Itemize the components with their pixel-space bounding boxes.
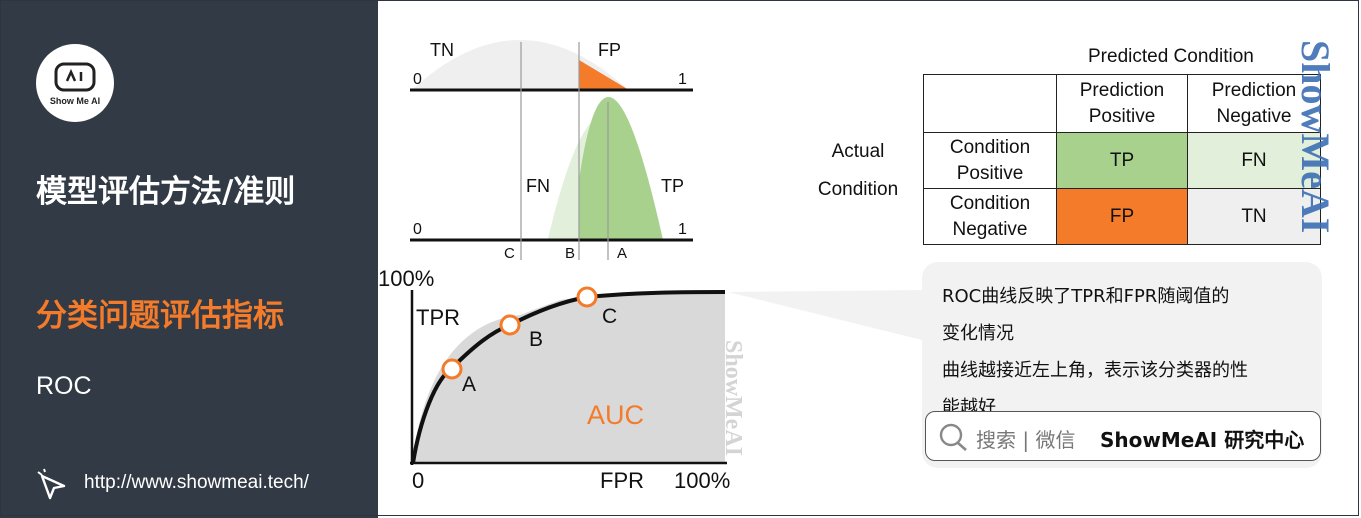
callout-pointer: [728, 290, 930, 340]
point-c-label: C: [602, 305, 618, 328]
roc-x-right-label: 100%: [674, 468, 731, 493]
point-a-label: A: [462, 373, 477, 396]
showmeai-watermark-chart: ShowMeAI: [720, 340, 746, 457]
callout-line-1: ROC曲线反映了TPR和FPR随阈值的: [942, 286, 1230, 307]
tp-region: [579, 96, 663, 241]
tn-label: TN: [430, 40, 454, 60]
pred-positive-header: Prediction Positive: [1056, 74, 1188, 133]
fn-cell: FN: [1187, 132, 1321, 189]
negative-distribution: [412, 40, 628, 90]
cond-positive-header: Condition Positive: [923, 132, 1057, 189]
pred-positive-line2: Positive: [1088, 105, 1156, 127]
cursor-click-icon: [37, 468, 66, 500]
showmeai-watermark-right: ShowMeAI: [1293, 40, 1338, 234]
search-icon: [939, 423, 967, 451]
threshold-a-label: A: [617, 245, 628, 262]
website-link[interactable]: http://www.showmeai.tech/: [84, 472, 309, 493]
callout-line-2: 变化情况: [942, 323, 1014, 344]
fp-region: [579, 60, 629, 90]
confusion-matrix: Prediction Positive Prediction Negative …: [923, 74, 1321, 245]
pred-negative-line2: Negative: [1216, 105, 1292, 127]
sidebar: Show Me AI 模型评估方法/准则 分类问题评估指标 ROC http:/…: [0, 0, 378, 518]
robot-face-icon: [54, 62, 96, 92]
callout-text: ROC曲线反映了TPR和FPR随阈值的 变化情况 曲线越接近左上角，表示该分类器…: [942, 278, 1312, 426]
showmeai-logo: Show Me AI: [36, 44, 114, 122]
roc-origin-label: 0: [412, 468, 425, 493]
pred-positive-line1: Prediction: [1079, 79, 1165, 101]
cond-negative-header: Condition Negative: [923, 188, 1057, 245]
roc-y-top-label: 100%: [378, 266, 435, 291]
pred-negative-line1: Prediction: [1211, 79, 1297, 101]
logo-text: Show Me AI: [49, 96, 101, 106]
actual-header-line2: Condition: [817, 179, 899, 200]
page-subtitle: 分类问题评估指标: [36, 298, 284, 334]
threshold-c-label: C: [504, 245, 515, 262]
tn-cell: TN: [1187, 188, 1321, 245]
search-hint: 搜索 | 微信: [976, 428, 1076, 452]
point-b-label: B: [529, 328, 544, 351]
tp-label: TP: [661, 176, 685, 196]
roc-point-c: [576, 286, 598, 308]
cond-negative-line1: Condition: [949, 192, 1031, 214]
page-title: 模型评估方法/准则: [36, 174, 296, 210]
search-brand: ShowMeAI 研究中心: [1100, 428, 1305, 452]
threshold-b-label: B: [565, 245, 576, 262]
roc-point-b: [499, 314, 521, 336]
auc-label: AUC: [587, 400, 645, 430]
callout-line-3: 曲线越接近左上角，表示该分类器的性: [942, 360, 1248, 381]
predicted-condition-header: Predicted Condition: [1088, 46, 1254, 67]
cond-positive-line1: Condition: [949, 136, 1031, 158]
fn-label: FN: [526, 176, 550, 196]
matrix-corner: [923, 74, 1057, 133]
wechat-search-box[interactable]: 搜索 | 微信 ShowMeAI 研究中心: [925, 411, 1321, 461]
fp-cell: FP: [1056, 188, 1188, 245]
fp-label: FP: [598, 40, 622, 60]
cond-positive-line2: Positive: [956, 162, 1024, 184]
top-axis-zero: 0: [413, 71, 422, 88]
pred-negative-header: Prediction Negative: [1187, 74, 1321, 133]
fpr-label: FPR: [600, 468, 644, 493]
topic-label: ROC: [36, 372, 92, 400]
bottom-axis-zero: 0: [413, 221, 422, 238]
roc-point-a: [441, 358, 463, 380]
tp-cell: TP: [1056, 132, 1188, 189]
top-axis-one: 1: [678, 71, 687, 88]
actual-condition-header: Actual Condition: [808, 133, 908, 209]
actual-header-line1: Actual: [831, 141, 885, 162]
cond-negative-line2: Negative: [952, 218, 1028, 240]
tpr-label: TPR: [416, 305, 460, 330]
bottom-axis-one: 1: [678, 221, 687, 238]
